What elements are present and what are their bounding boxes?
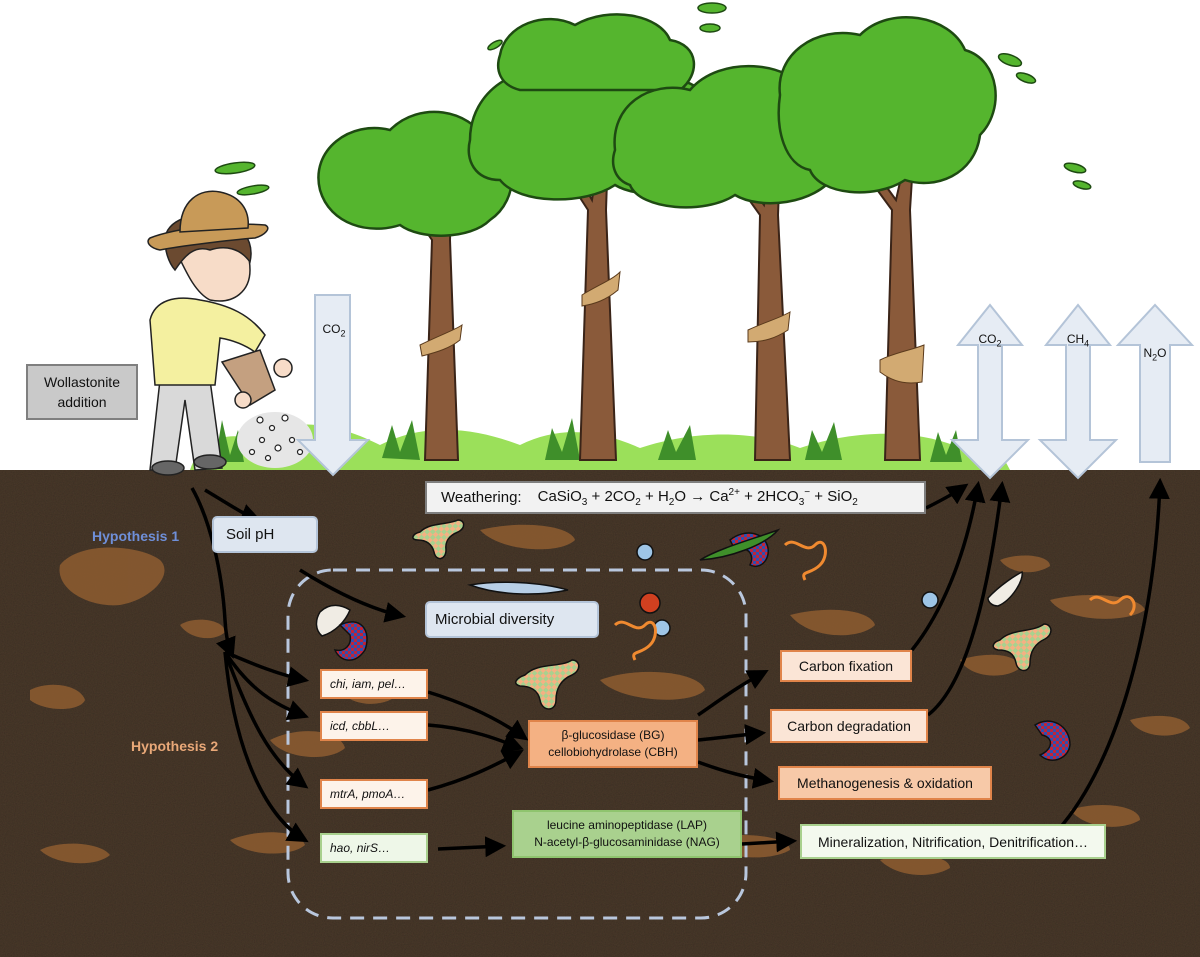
carbon-enzymes-box: β-glucosidase (BG) cellobiohydrolase (CB… <box>528 720 698 768</box>
gene-box-carbon-2: icd, cbbL… <box>320 711 428 741</box>
microbial-diversity-box: Microbial diversity <box>425 601 599 638</box>
ch4-out-arrow <box>1037 303 1119 480</box>
co2-out-arrow <box>949 303 1031 480</box>
enzyme-bg-label: β-glucosidase (BG) <box>561 728 665 742</box>
methanogenesis-box: Methanogenesis & oxidation <box>778 766 992 800</box>
enzyme-lap-label: leucine aminopeptidase (LAP) <box>546 818 708 832</box>
n2o-out-arrow <box>1115 303 1195 463</box>
co2-out-label: CO2 <box>978 332 1002 349</box>
soil-ph-label: Soil pH <box>226 526 275 543</box>
wollastonite-granules <box>237 412 313 468</box>
soil-ph-box: Soil pH <box>212 516 318 553</box>
soil-patches <box>30 524 1190 875</box>
spiral-microbes <box>613 540 1136 661</box>
flow-arrows <box>190 477 1170 858</box>
soil-layer <box>0 470 1200 957</box>
gene-box-carbon-1: chi, iam, pel… <box>320 669 428 699</box>
hypothesis-1-label: Hypothesis 1 <box>92 528 180 544</box>
gene-box-methane: mtrA, pmoA… <box>320 779 428 809</box>
wollastonite-box: Wollastonite addition <box>26 364 138 420</box>
microbe-icon <box>315 519 1071 761</box>
nitrogen-enzymes-box: leucine aminopeptidase (LAP) N-acetyl-β-… <box>512 810 742 858</box>
ch4-out-label: CH4 <box>1066 332 1090 349</box>
tree-icon <box>214 2 1092 461</box>
farmer-figure <box>147 190 293 476</box>
gene-box-nitrogen: hao, nirS… <box>320 833 428 863</box>
gas-arrows <box>295 294 1195 480</box>
carbon-degradation-box: Carbon degradation <box>770 709 928 743</box>
nitrogen-processes-box: Mineralization, Nitrification, Denitrifi… <box>800 824 1106 859</box>
microbial-diversity-label: Microbial diversity <box>435 611 555 628</box>
hypothesis-2-label: Hypothesis 2 <box>131 738 219 754</box>
co2-in-label: CO2 <box>322 322 346 339</box>
weathering-label: Weathering: <box>441 489 522 506</box>
enzyme-cbh-label: cellobiohydrolase (CBH) <box>548 745 678 759</box>
carbon-fixation-box: Carbon fixation <box>780 650 912 682</box>
n2o-out-label: N2O <box>1143 346 1167 363</box>
co2-in-arrow <box>295 294 371 477</box>
weathering-equation: CaSiO3 + 2CO2 + H2O → Ca2+ + 2HCO3− + Si… <box>537 487 858 508</box>
enzyme-nag-label: N-acetyl-β-glucosaminidase (NAG) <box>534 835 720 849</box>
dashed-region <box>286 568 748 920</box>
weathering-box: Weathering: CaSiO3 + 2CO2 + H2O → Ca2+ +… <box>425 481 926 514</box>
